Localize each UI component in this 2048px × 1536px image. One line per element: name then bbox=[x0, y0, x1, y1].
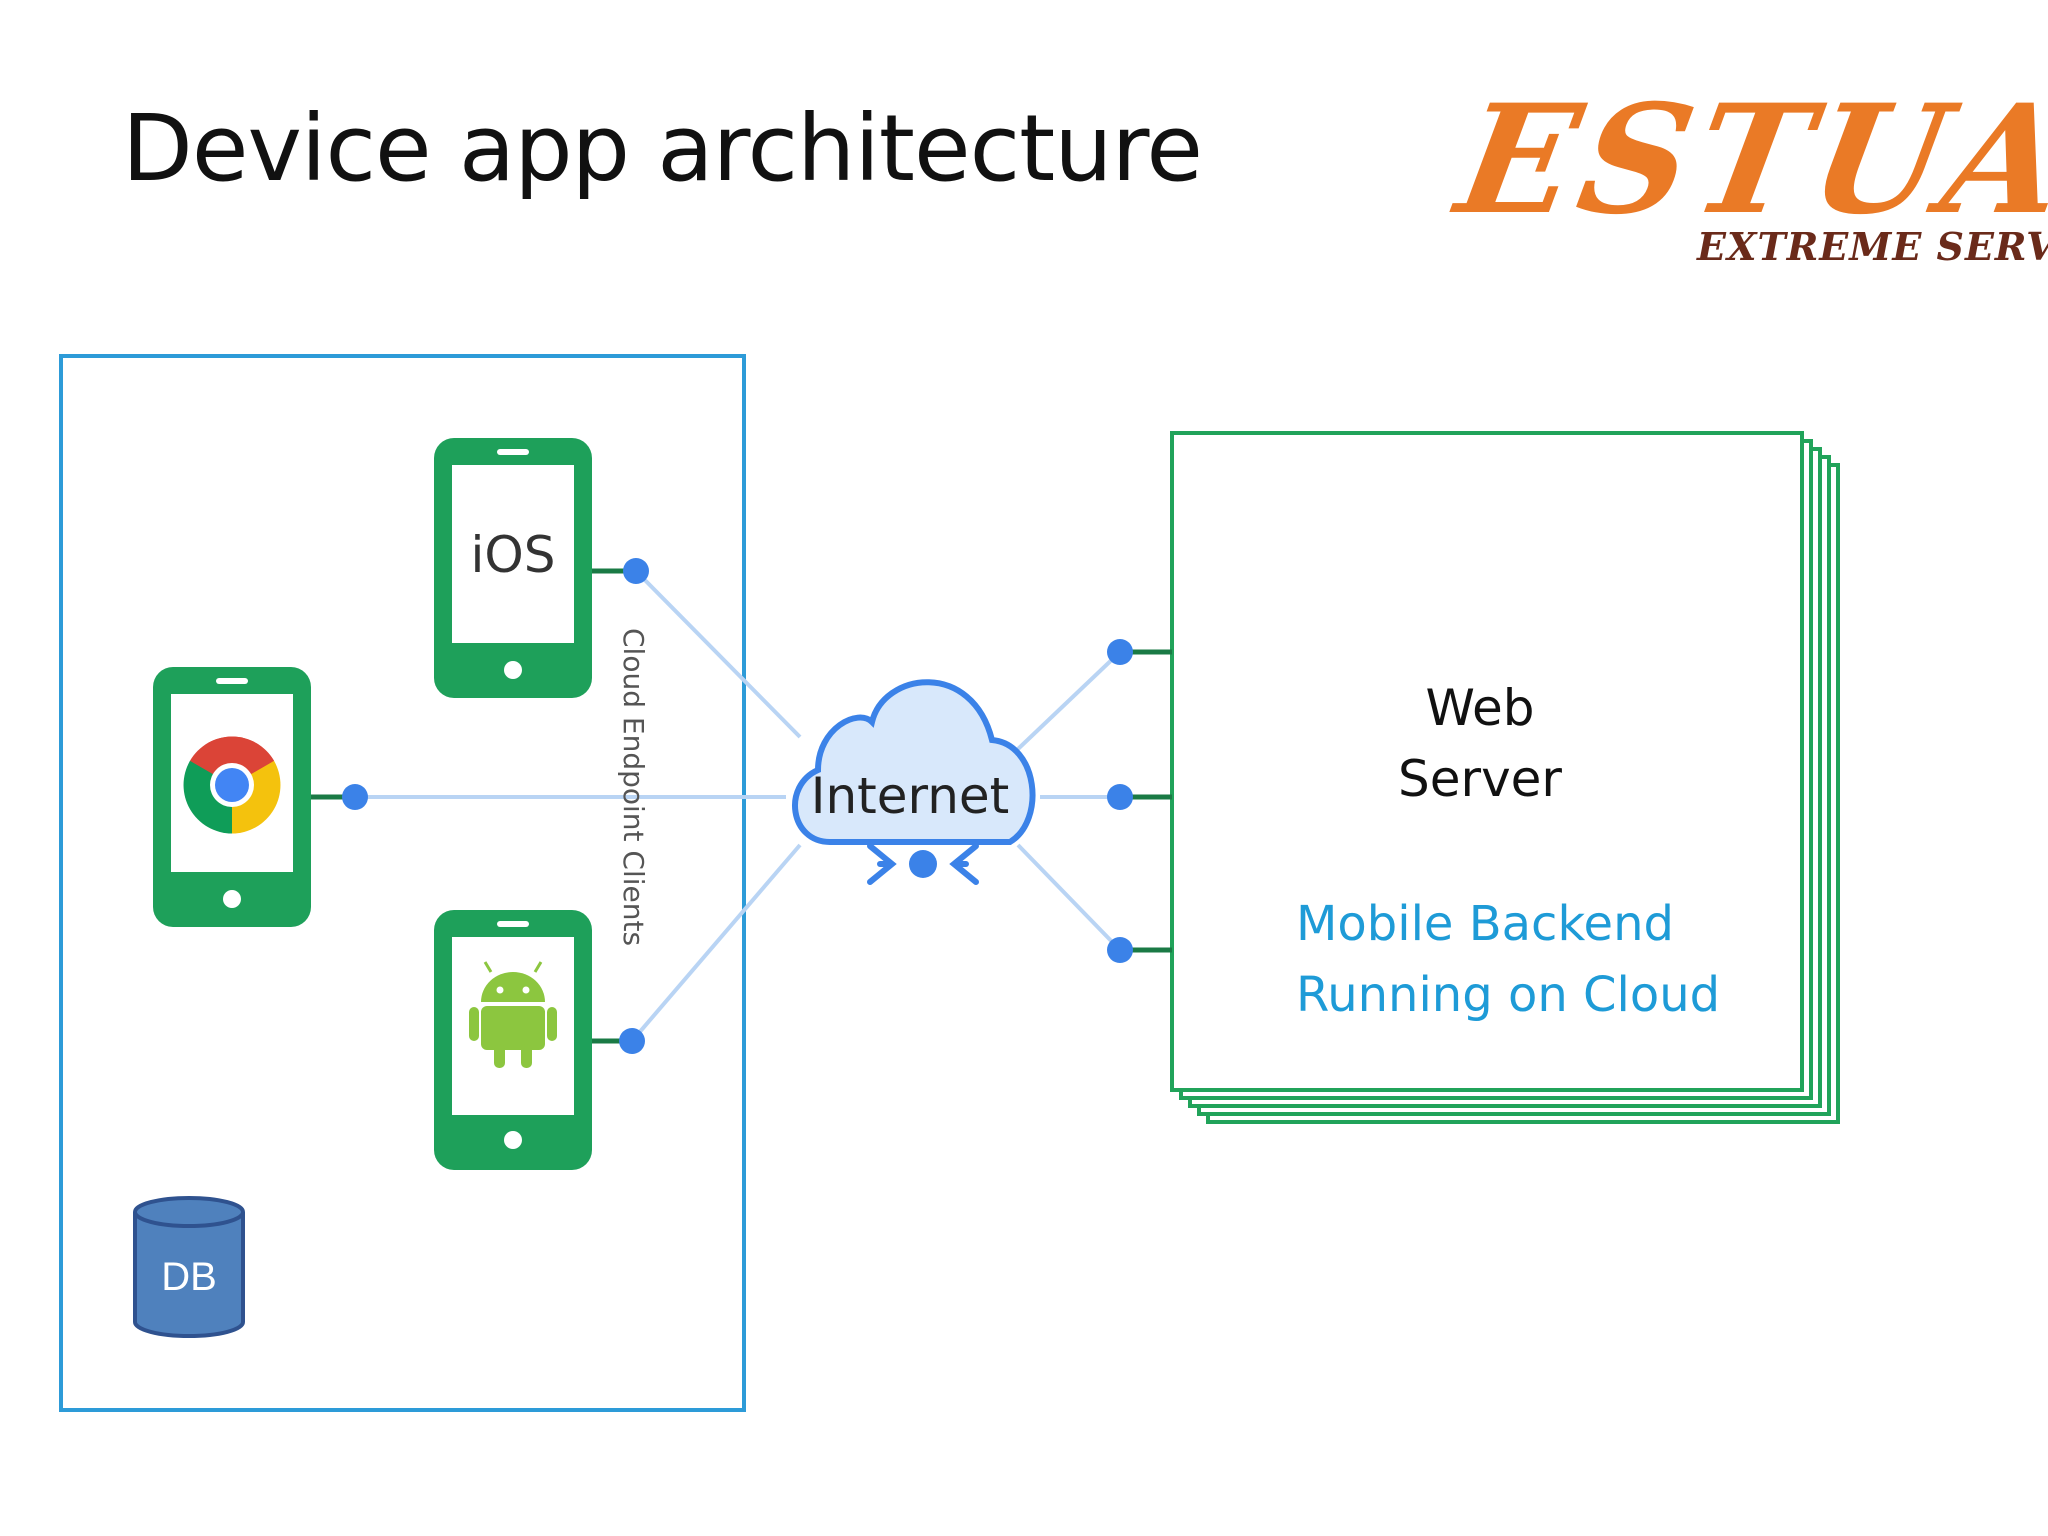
database-icon: DB bbox=[133, 1196, 245, 1338]
database-label: DB bbox=[161, 1255, 217, 1299]
web-server: Web Server Mobile Backend Running on Clo… bbox=[1170, 431, 1840, 1124]
android-icon bbox=[469, 961, 557, 1068]
slide-title: Device app architecture bbox=[122, 95, 1203, 202]
clients-group-label: Cloud Endpoint Clients bbox=[617, 628, 650, 946]
server-title-line1: Web bbox=[1425, 679, 1534, 737]
internet-to-server-bottom-line bbox=[1016, 843, 1122, 952]
server-title-line2: Server bbox=[1398, 750, 1562, 808]
server-connector-bottom bbox=[1107, 937, 1133, 963]
internet-to-server-top-line bbox=[1016, 650, 1122, 751]
chrome-phone bbox=[153, 667, 368, 927]
clients-container bbox=[59, 354, 746, 1412]
internet-label: Internet bbox=[811, 767, 1010, 825]
server-subtitle-line1: Mobile Backend bbox=[1296, 896, 1674, 952]
android-to-internet-line bbox=[630, 843, 802, 1043]
server-connectors bbox=[1107, 639, 1172, 963]
server-subtitle-line2: Running on Cloud bbox=[1296, 967, 1720, 1023]
server-connector-top bbox=[1107, 639, 1133, 665]
chrome-connector-dot bbox=[342, 784, 368, 810]
server-connector-mid bbox=[1107, 784, 1133, 810]
android-phone bbox=[434, 910, 645, 1170]
ios-phone: iOS bbox=[434, 438, 649, 698]
internet-cloud: Internet bbox=[792, 679, 1036, 885]
chrome-icon bbox=[183, 736, 281, 834]
ios-connector-dot bbox=[623, 558, 649, 584]
connection-lines bbox=[355, 569, 1122, 1043]
ios-to-internet-line bbox=[634, 569, 802, 739]
ios-label: iOS bbox=[471, 526, 556, 584]
android-connector-dot bbox=[619, 1028, 645, 1054]
logo-tagline: EXTREME SERVICE bbox=[1697, 224, 2048, 269]
